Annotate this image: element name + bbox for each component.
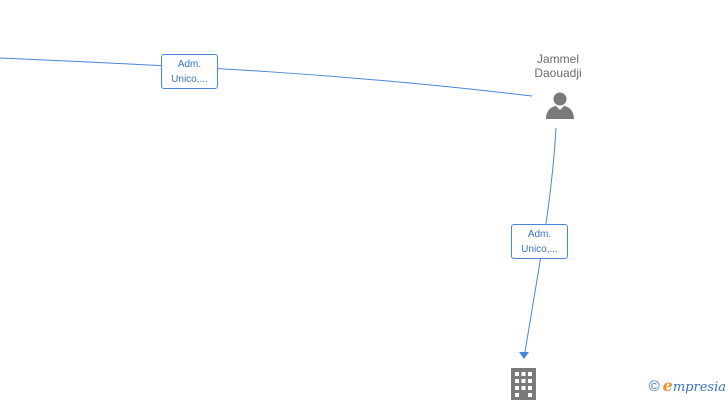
- person-name[interactable]: Jammel Daouadji: [520, 52, 596, 80]
- edge-line-offscreen-to-person: [0, 57, 533, 97]
- building-icon[interactable]: [511, 368, 536, 400]
- edge-label-role[interactable]: Adm. Unico,...: [161, 54, 218, 89]
- person-name-line2: Daouadji: [534, 66, 582, 80]
- brand-rest: mpresia: [672, 380, 726, 395]
- edge-label-line2: Unico,...: [171, 74, 208, 85]
- brand-logo: empresia: [663, 378, 726, 396]
- brand-initial: e: [662, 376, 673, 395]
- edge-label-line1: Adm.: [177, 59, 202, 70]
- copyright-icon: ©: [648, 378, 660, 395]
- edge-label-line2: Unico,...: [521, 244, 558, 255]
- person-name-line1: Jammel: [536, 52, 579, 66]
- edge-label-role[interactable]: Adm. Unico,...: [511, 224, 568, 259]
- brand-watermark: © empresia: [649, 378, 726, 396]
- person-icon[interactable]: [545, 91, 575, 119]
- edge-label-line1: Adm.: [527, 229, 552, 240]
- arrowhead: [519, 352, 529, 359]
